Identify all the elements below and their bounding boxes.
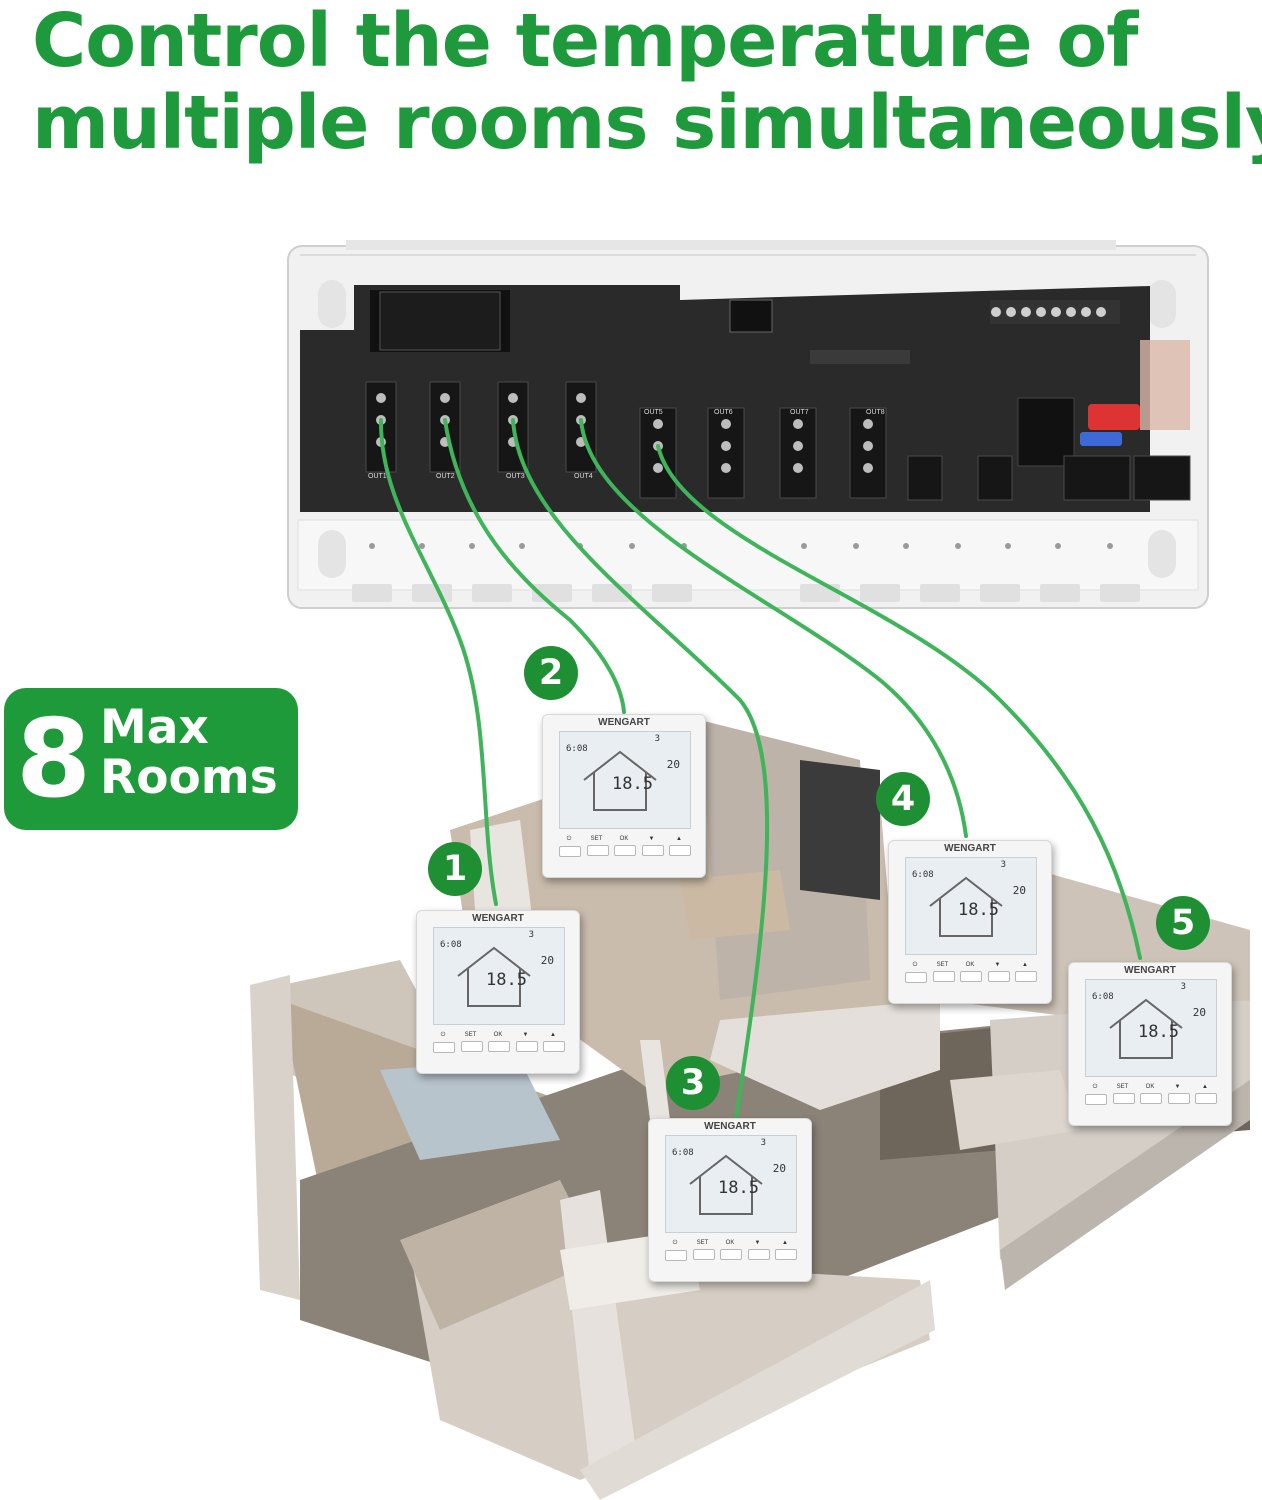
house-icon [689,1154,763,1215]
down-button[interactable]: ▼ [641,836,664,857]
thermostat-setpoint: 20 [772,1162,786,1175]
thermostat-temperature: 18.5 [612,774,653,794]
thermostat-time: 6:08 [912,870,934,880]
thermostat-display: 6:08 3 18.5 20 [1085,979,1217,1077]
thermostat-zone: 3 [1180,982,1186,992]
thermostat-1: WENGART 6:08 3 18.5 20 ⏻ SET OK ▼ ▲ [416,910,580,1074]
thermostat-5: WENGART 6:08 3 18.5 20 ⏻ SET OK ▼ ▲ [1068,962,1232,1126]
thermostat-temperature: 18.5 [718,1178,759,1198]
out-label: OUT5 [644,409,663,416]
out-label: OUT8 [866,409,885,416]
house-icon [457,946,531,1007]
power-button[interactable]: ⏻ [905,962,927,983]
thermostat-temperature: 18.5 [958,900,999,920]
ok-button[interactable]: OK [1140,1084,1162,1105]
thermostat-setpoint: 20 [540,954,554,967]
thermostat-display: 6:08 3 18.5 20 [559,731,691,829]
headline-line-1: Control the temperature of [32,0,1138,84]
room-number-3: 3 [666,1056,720,1110]
up-button[interactable]: ▲ [1015,962,1037,983]
thermostat-zone: 3 [528,930,534,940]
wiring-center: OUT1 OUT2 OUT3 OUT4 OUT5 OUT6 OUT7 OUT8 [287,240,1209,609]
set-button[interactable]: SET [460,1032,483,1053]
room-number-1: 1 [428,842,482,896]
ok-button[interactable]: OK [720,1240,742,1261]
max-rooms-label-2: Rooms [100,750,278,805]
set-button[interactable]: SET [586,836,609,857]
room-number-5: 5 [1156,896,1210,950]
thermostat-time: 6:08 [440,940,462,950]
headline-line-2: multiple rooms simultaneously [32,80,1262,166]
thermostat-temperature: 18.5 [1138,1022,1179,1042]
ok-button[interactable]: OK [960,962,982,983]
output-labels: OUT1 OUT2 OUT3 OUT4 OUT5 OUT6 OUT7 OUT8 [368,409,885,480]
house-icon [1109,998,1183,1059]
up-button[interactable]: ▲ [775,1240,797,1261]
power-button[interactable]: ⏻ [1085,1084,1107,1105]
power-button[interactable]: ⏻ [559,836,581,857]
thermostat-brand: WENGART [704,1121,756,1132]
out-label: OUT1 [368,473,387,480]
thermostat-setpoint: 20 [1012,884,1026,897]
room-number-4: 4 [876,772,930,826]
thermostat-zone: 3 [654,734,660,744]
house-icon [929,876,1003,937]
thermostat-3: WENGART 6:08 3 18.5 20 ⏻ SET OK ▼ ▲ [648,1118,812,1282]
up-button[interactable]: ▲ [669,836,691,857]
out-label: OUT7 [790,409,809,416]
thermostat-display: 6:08 3 18.5 20 [433,927,565,1025]
thermostat-setpoint: 20 [666,758,680,771]
down-button[interactable]: ▼ [1167,1084,1190,1105]
down-button[interactable]: ▼ [515,1032,538,1053]
out-label: OUT6 [714,409,733,416]
thermostat-brand: WENGART [1124,965,1176,976]
down-button[interactable]: ▼ [747,1240,770,1261]
thermostat-zone: 3 [760,1138,766,1148]
thermostat-brand: WENGART [944,843,996,854]
thermostat-time: 6:08 [672,1148,694,1158]
out-label: OUT2 [436,473,455,480]
thermostat-display: 6:08 3 18.5 20 [905,857,1037,955]
up-button[interactable]: ▲ [543,1032,565,1053]
max-rooms-label-1: Max [100,700,209,755]
thermostat-brand: WENGART [472,913,524,924]
thermostat-temperature: 18.5 [486,970,527,990]
out-label: OUT4 [574,473,593,480]
power-button[interactable]: ⏻ [433,1032,455,1053]
thermostat-brand: WENGART [598,717,650,728]
ok-button[interactable]: OK [488,1032,510,1053]
thermostat-setpoint: 20 [1192,1006,1206,1019]
thermostat-time: 6:08 [566,744,588,754]
set-button[interactable]: SET [932,962,955,983]
thermostat-display: 6:08 3 18.5 20 [665,1135,797,1233]
out-label: OUT3 [506,473,525,480]
power-button[interactable]: ⏻ [665,1240,687,1261]
max-rooms-number: 8 [16,697,92,822]
thermostat-zone: 3 [1000,860,1006,870]
thermostat-2: WENGART 6:08 3 18.5 20 ⏻ SET OK ▼ ▲ [542,714,706,878]
thermostat-4: WENGART 6:08 3 18.5 20 ⏻ SET OK ▼ ▲ [888,840,1052,1004]
set-button[interactable]: SET [692,1240,715,1261]
room-number-2: 2 [524,646,578,700]
wires [378,418,1142,1120]
headline: Control the temperature of multiple room… [32,0,1262,166]
up-button[interactable]: ▲ [1195,1084,1217,1105]
max-rooms-badge: 8 Max Rooms [4,688,298,830]
thermostat-time: 6:08 [1092,992,1114,1002]
ok-button[interactable]: OK [614,836,636,857]
set-button[interactable]: SET [1112,1084,1135,1105]
down-button[interactable]: ▼ [987,962,1010,983]
house-icon [583,750,657,811]
